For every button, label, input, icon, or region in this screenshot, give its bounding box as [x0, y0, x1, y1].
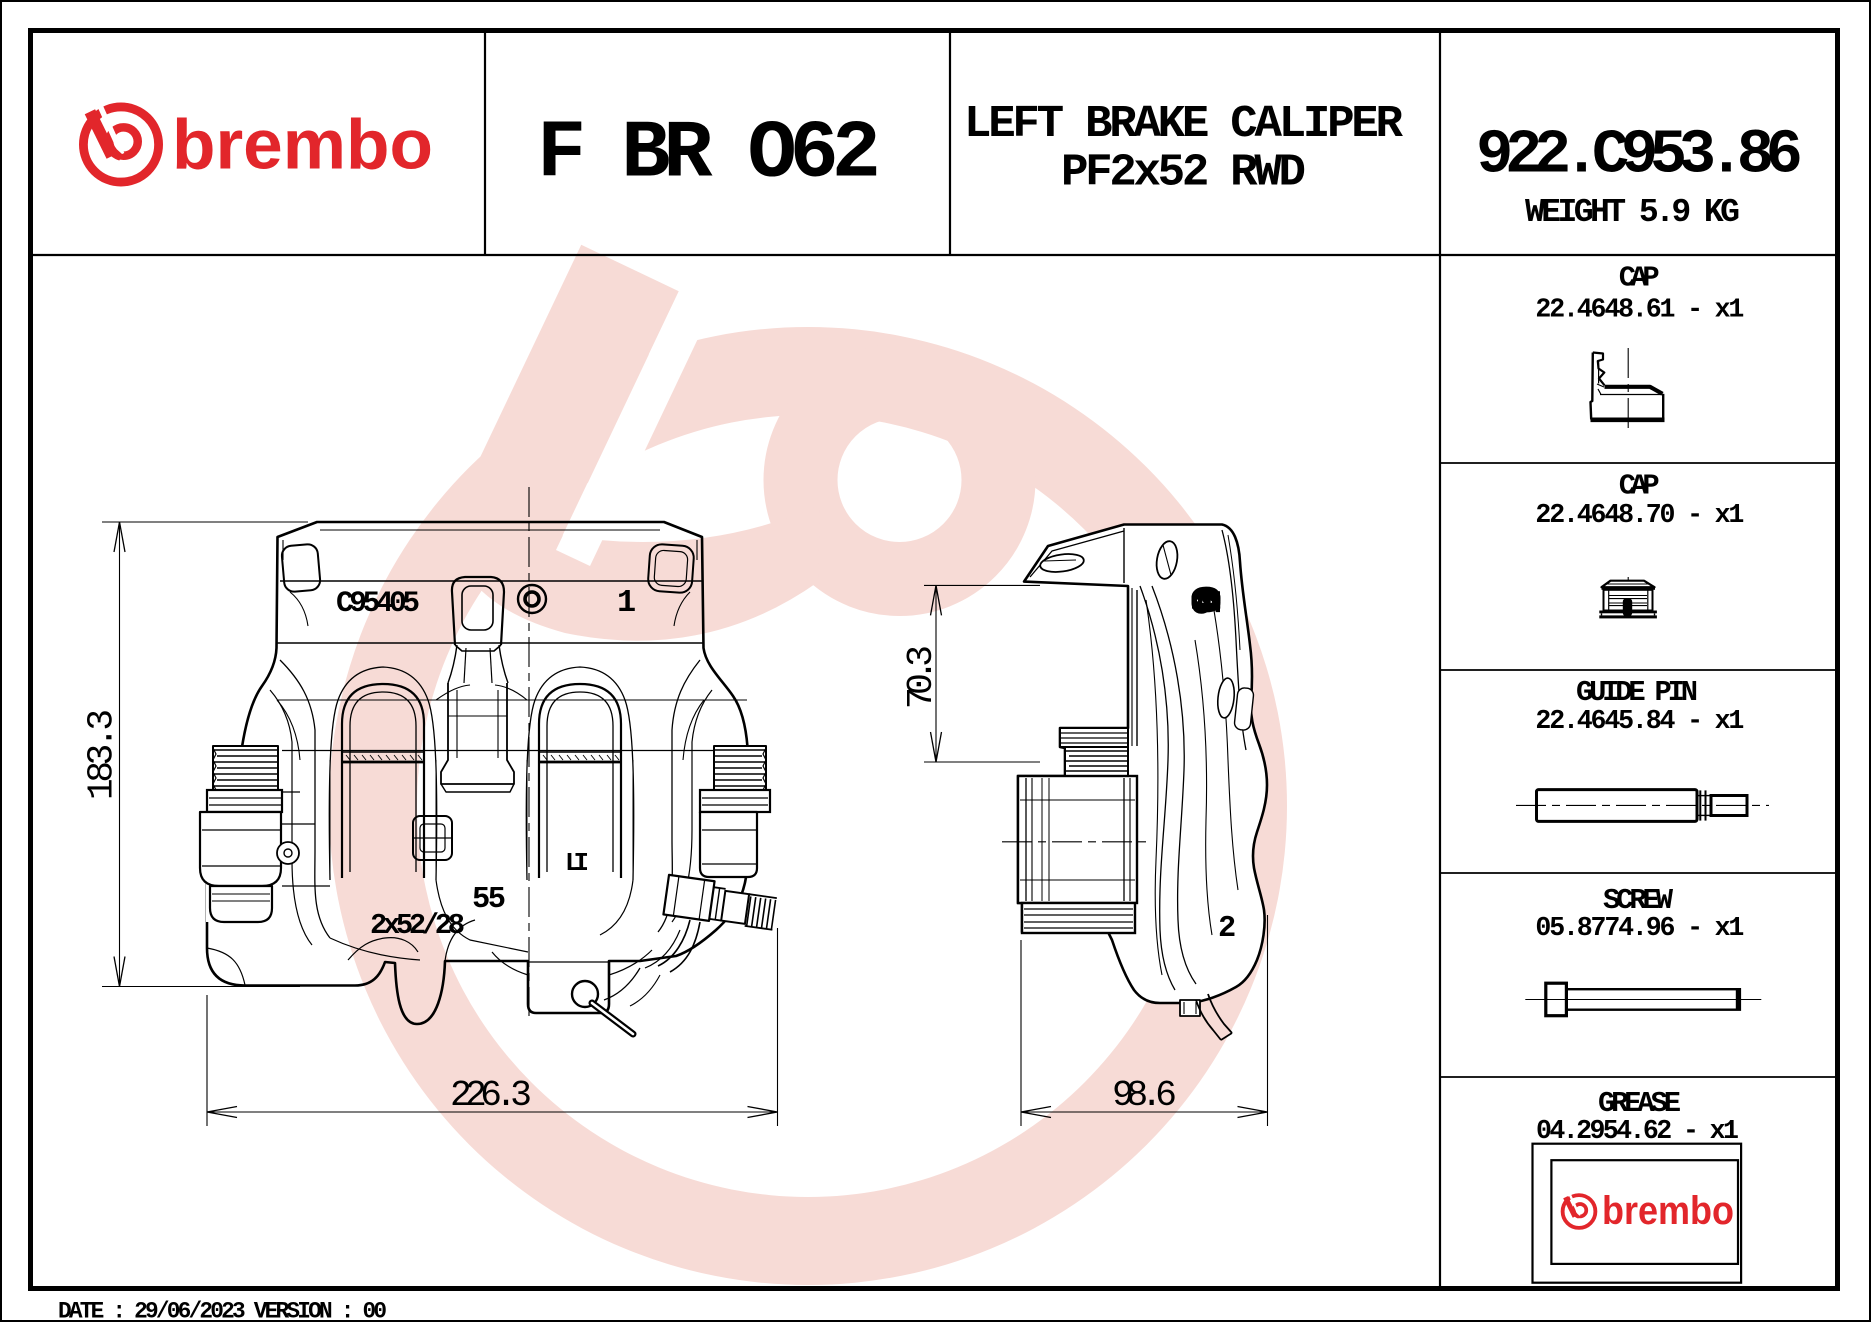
svg-text:CAP: CAP — [1619, 470, 1660, 503]
svg-text:PF2x52 RWD: PF2x52 RWD — [1061, 146, 1306, 198]
svg-text:183.3: 183.3 — [82, 709, 123, 800]
svg-text:22.4645.84 - x1: 22.4645.84 - x1 — [1535, 706, 1744, 736]
svg-text:C95405: C95405 — [336, 586, 420, 620]
svg-text:brembo: brembo — [172, 106, 433, 185]
svg-text:GUIDE PIN: GUIDE PIN — [1576, 676, 1698, 709]
svg-text:F BR O62: F BR O62 — [537, 108, 881, 201]
svg-text:WEIGHT 5.9 KG: WEIGHT 5.9 KG — [1525, 193, 1740, 231]
svg-text:LEFT BRAKE CALIPER: LEFT BRAKE CALIPER — [964, 98, 1404, 150]
svg-text:70.3: 70.3 — [901, 645, 942, 709]
svg-text:GREASE: GREASE — [1598, 1087, 1681, 1120]
svg-text:2x52/28: 2x52/28 — [370, 909, 465, 942]
svg-text:05.8774.96 - x1: 05.8774.96 - x1 — [1535, 913, 1744, 943]
svg-text:1: 1 — [617, 584, 636, 621]
svg-text:04.2954.62 - x1: 04.2954.62 - x1 — [1536, 1116, 1739, 1146]
svg-text:98.6: 98.6 — [1112, 1075, 1177, 1116]
svg-text:22.4648.70 - x1: 22.4648.70 - x1 — [1535, 500, 1744, 530]
svg-text:922.C953.86: 922.C953.86 — [1476, 120, 1803, 191]
svg-text:226.3: 226.3 — [450, 1075, 532, 1116]
svg-text:DATE : 29/06/2023 VERSION : 00: DATE : 29/06/2023 VERSION : 00 — [58, 1299, 387, 1323]
svg-text:2: 2 — [1218, 912, 1236, 946]
svg-text:CAP: CAP — [1619, 262, 1660, 295]
svg-text:brembo: brembo — [1602, 1189, 1734, 1233]
svg-text:C95405: C95405 — [1179, 585, 1227, 616]
svg-text:SCREW: SCREW — [1603, 884, 1674, 917]
svg-text:LI: LI — [565, 849, 589, 878]
svg-text:22.4648.61 - x1: 22.4648.61 - x1 — [1535, 295, 1744, 325]
svg-text:55: 55 — [472, 883, 506, 917]
